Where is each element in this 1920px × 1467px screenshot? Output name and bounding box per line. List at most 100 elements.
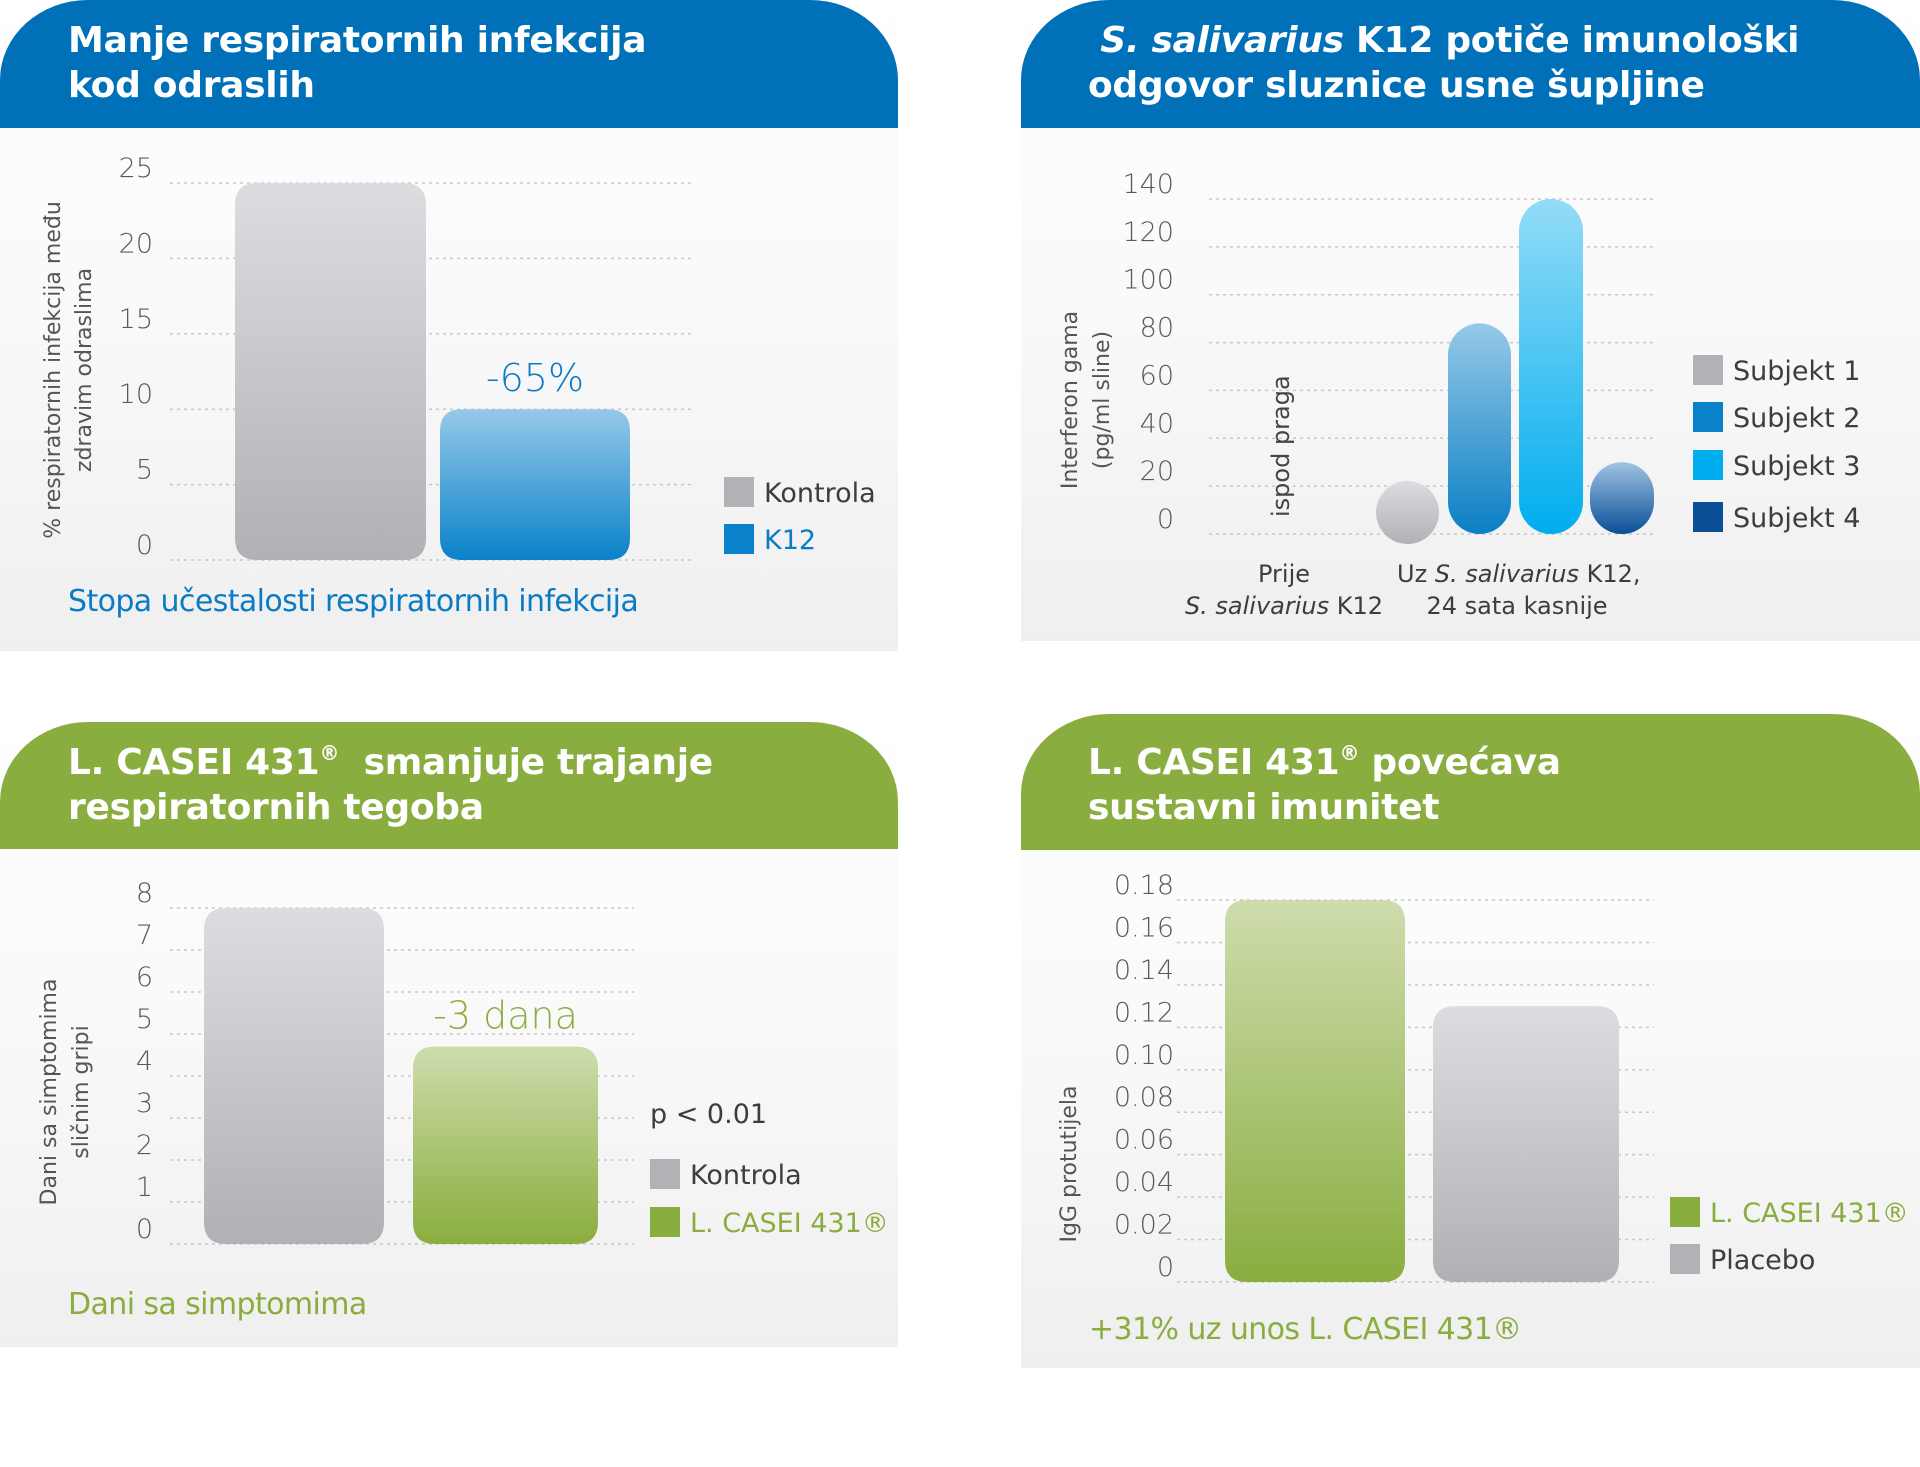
y-tick-label: 4 bbox=[136, 1046, 153, 1077]
legend-swatch bbox=[724, 524, 754, 554]
y-tick-label: 0.12 bbox=[1114, 997, 1174, 1028]
y-tick-label: 0 bbox=[136, 1214, 153, 1245]
y-tick-label: 7 bbox=[136, 920, 153, 951]
legend-label: Kontrola bbox=[764, 478, 876, 509]
y-tick-label: 20 bbox=[119, 228, 153, 259]
legend-swatch bbox=[1670, 1244, 1700, 1274]
title-run: sustavni imunitet bbox=[1088, 787, 1440, 828]
y-tick-label: 0.18 bbox=[1114, 870, 1174, 901]
y-tick-label: 10 bbox=[119, 379, 153, 410]
y-tick-label: 0.02 bbox=[1114, 1210, 1174, 1241]
y-tick-label: 2 bbox=[136, 1130, 153, 1161]
y-tick-label: 15 bbox=[119, 304, 153, 335]
x-category-run: S. salivarius bbox=[1184, 592, 1330, 620]
title-run: povećava bbox=[1359, 742, 1561, 783]
y-tick-label: 0.14 bbox=[1114, 955, 1174, 986]
legend-swatch bbox=[1693, 502, 1723, 532]
y-axis-label: (pg/ml sline) bbox=[1090, 331, 1115, 469]
y-tick-label: 40 bbox=[1140, 408, 1174, 439]
title-line: L. CASEI 431® povećava bbox=[1088, 740, 1561, 785]
y-tick-label: 0 bbox=[136, 530, 153, 561]
registered-mark: ® bbox=[319, 741, 340, 765]
title-line: odgovor sluznice usne šupljine bbox=[1088, 63, 1799, 108]
y-tick-label: 3 bbox=[136, 1088, 153, 1119]
bar-subjekt-2 bbox=[1448, 323, 1511, 534]
title-run: S. salivarius bbox=[1088, 20, 1344, 61]
title-run: L. CASEI 431 bbox=[68, 742, 320, 783]
title-run: L. CASEI 431 bbox=[1088, 742, 1340, 783]
bar-subjekt-1 bbox=[1376, 480, 1439, 544]
chart-footer-caption: +31% uz unos L. CASEI 431® bbox=[1089, 1312, 1522, 1347]
y-tick-label: 20 bbox=[1140, 456, 1174, 487]
legend-label: Placebo bbox=[1710, 1245, 1815, 1276]
title-line: L. CASEI 431® smanjuje trajanje bbox=[68, 740, 713, 785]
panel-header bbox=[1021, 714, 1920, 850]
x-category-line: Uz S. salivarius K12, bbox=[1397, 558, 1641, 590]
title-run: smanjuje trajanje bbox=[339, 742, 714, 783]
bar-kontrola bbox=[235, 183, 426, 560]
title-run: K12 potiče imunološki bbox=[1343, 20, 1800, 61]
x-category-run: Prije bbox=[1257, 560, 1311, 588]
legend-label: Subjekt 3 bbox=[1733, 451, 1861, 482]
panel-header bbox=[0, 0, 898, 128]
legend-label: L. CASEI 431® bbox=[690, 1208, 889, 1239]
legend-label: L. CASEI 431® bbox=[1710, 1198, 1909, 1229]
y-tick-label: 6 bbox=[136, 962, 153, 993]
y-tick-label: 25 bbox=[119, 153, 153, 184]
y-axis-label: % respiratornih infekcija među bbox=[41, 201, 66, 539]
y-tick-label: 0 bbox=[1157, 1252, 1174, 1283]
y-tick-label: 8 bbox=[136, 878, 153, 909]
x-category-line: 24 sata kasnije bbox=[1397, 590, 1637, 622]
x-category-line: Prije bbox=[1184, 558, 1384, 590]
y-tick-label: 5 bbox=[136, 1004, 153, 1035]
title-run: kod odraslih bbox=[68, 65, 315, 106]
p-value-label: p < 0.01 bbox=[650, 1099, 767, 1130]
title-run: respiratornih tegoba bbox=[68, 787, 484, 828]
x-category-run: K12, bbox=[1579, 560, 1641, 588]
y-tick-label: 80 bbox=[1140, 313, 1174, 344]
y-axis-label: zdravim odraslima bbox=[72, 268, 97, 472]
y-tick-label: 60 bbox=[1140, 360, 1174, 391]
bar-l-casei-431- bbox=[1225, 900, 1405, 1282]
y-axis-label: Interferon gama bbox=[1058, 311, 1083, 489]
bar-kontrola bbox=[204, 908, 384, 1244]
y-axis-label: sličnim gripi bbox=[69, 1025, 94, 1158]
legend-label: Kontrola bbox=[690, 1160, 802, 1191]
y-tick-label: 100 bbox=[1122, 265, 1174, 296]
title-line: sustavni imunitet bbox=[1088, 785, 1561, 830]
x-category-run: Uz bbox=[1397, 560, 1435, 588]
registered-mark: ® bbox=[1339, 741, 1360, 765]
title-line: respiratornih tegoba bbox=[68, 785, 713, 830]
chart-footer-caption: Stopa učestalosti respiratornih infekcij… bbox=[68, 584, 639, 619]
legend-swatch bbox=[1693, 355, 1723, 385]
y-tick-label: 1 bbox=[136, 1172, 153, 1203]
legend-swatch bbox=[1670, 1197, 1700, 1227]
x-category-label-after: Uz S. salivarius K12,24 sata kasnije bbox=[1397, 558, 1641, 622]
y-tick-label: 0.06 bbox=[1114, 1125, 1174, 1156]
bar-subjekt-4 bbox=[1590, 462, 1654, 534]
legend-swatch bbox=[1693, 450, 1723, 480]
legend-label: Subjekt 2 bbox=[1733, 403, 1861, 434]
panel-header bbox=[0, 722, 898, 849]
y-axis-label: IgG protutijela bbox=[1057, 1085, 1082, 1242]
bar-placebo bbox=[1433, 1006, 1619, 1282]
below-threshold-note: ispod praga bbox=[1267, 375, 1295, 517]
x-category-run: K12 bbox=[1329, 592, 1384, 620]
panel-header bbox=[1021, 0, 1920, 128]
bar-l-casei-431- bbox=[413, 1046, 598, 1244]
x-category-line: S. salivarius K12 bbox=[1184, 590, 1384, 622]
title-run: odgovor sluznice usne šupljine bbox=[1088, 65, 1705, 106]
y-tick-label: 0.10 bbox=[1114, 1040, 1174, 1071]
legend-label: K12 bbox=[764, 525, 816, 556]
